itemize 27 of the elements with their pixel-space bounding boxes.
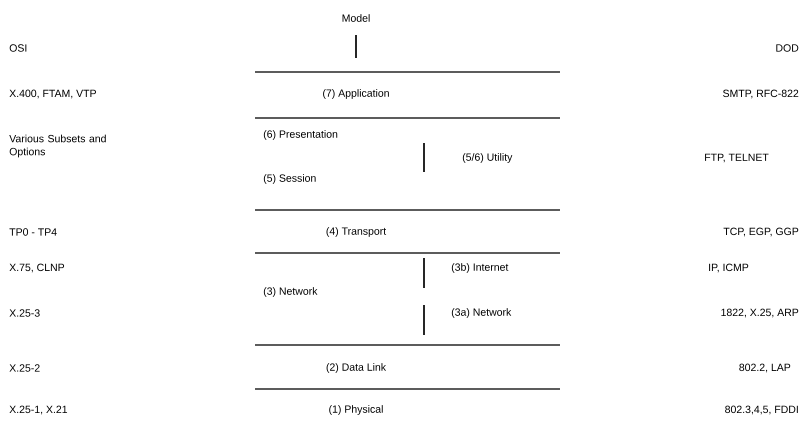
protocol-label: X.25-1, X.21 (9, 406, 68, 414)
protocol-label: FTP, TELNET (705, 154, 769, 162)
protocol-label: X.75, CLNP (9, 264, 64, 272)
layer-name: (1) Physical (329, 405, 383, 415)
protocol-label: SMTP, RFC-822 (723, 90, 798, 98)
protocol-label: 1822, X.25, ARP (721, 308, 798, 318)
protocol-label: Various Subsets and Options (9, 134, 106, 158)
column-heading: OSI (10, 44, 26, 52)
protocol-label: X.25-3 (9, 309, 40, 317)
protocol-label: 802.2, LAP (739, 364, 790, 372)
layer-name: (5/6) Utility (462, 153, 512, 163)
layer-name: (5) Session (264, 174, 316, 184)
column-heading: DOD (776, 44, 798, 52)
column-heading: Model (342, 14, 370, 22)
layer-name: (7) Application (323, 89, 389, 99)
protocol-label: TP0 - TP4 (9, 228, 57, 236)
layer-name: (2) Data Link (326, 363, 386, 373)
layer-name: (3a) Network (452, 308, 512, 318)
layer-name: (6) Presentation (264, 130, 338, 140)
protocol-label: X.400, FTAM, VTP (9, 90, 96, 98)
layer-name: (3b) Internet (452, 263, 508, 273)
protocol-label: IP, ICMP (709, 264, 748, 272)
protocol-label: TCP, EGP, GGP (724, 228, 798, 236)
layer-name: (3) Network (264, 287, 318, 297)
protocol-label: 802.3,4,5, FDDI (725, 406, 798, 414)
protocol-label: X.25-2 (9, 364, 40, 372)
layer-name: (4) Transport (326, 227, 386, 237)
